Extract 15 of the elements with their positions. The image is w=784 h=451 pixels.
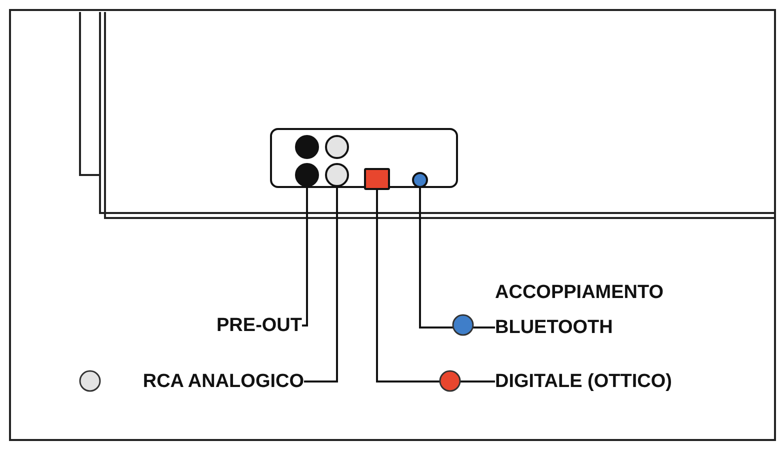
bluetooth-button <box>412 172 428 188</box>
leader-line <box>304 187 338 382</box>
rca-jack <box>325 163 349 187</box>
pre-out-jack <box>295 163 319 187</box>
pre-out-jack <box>295 135 319 159</box>
port-label: ACCOPPIAMENTO BLUETOOTH <box>495 275 695 345</box>
port-label: DIGITALE (OTTICO) <box>495 364 695 399</box>
leader-line <box>376 190 495 382</box>
port-label: RCA ANALOGICO <box>100 364 304 399</box>
optical-port <box>364 168 390 190</box>
rca-jack <box>325 135 349 159</box>
port-label: PRE-OUT <box>200 308 302 343</box>
leader-line <box>419 188 495 328</box>
leader-line <box>302 187 308 326</box>
connector-panel <box>270 128 458 188</box>
